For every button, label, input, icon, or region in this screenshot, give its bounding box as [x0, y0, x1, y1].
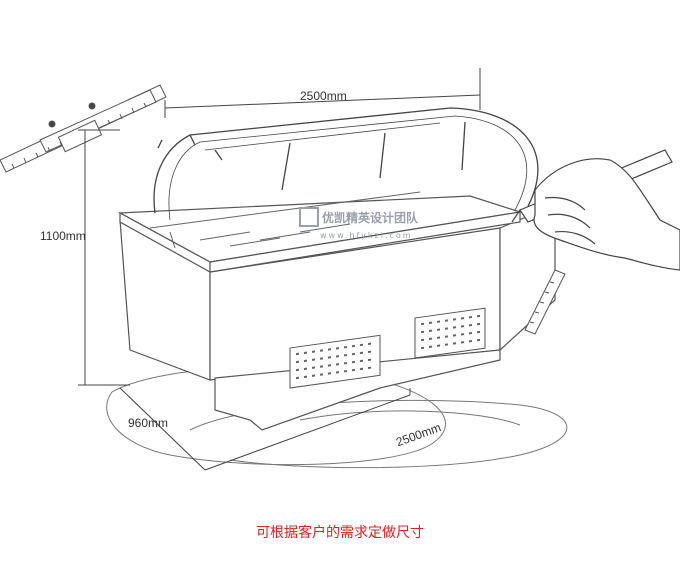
- hand-with-pencil: [511, 149, 680, 271]
- tape-measure: [0, 84, 167, 173]
- vent-grille-right: [414, 307, 486, 359]
- dimension-width-bottom: 2500mm: [394, 420, 443, 449]
- watermark: 优凯精英设计团队 www.hfykzl.com: [299, 207, 419, 240]
- vent-grilles: [289, 307, 486, 389]
- dimension-depth: 960mm: [128, 416, 168, 430]
- vent-grille-left: [289, 334, 381, 389]
- dimension-lines: [78, 68, 481, 471]
- caption: 可根据客户的需求定做尺寸: [256, 525, 424, 541]
- interior-trays: [149, 191, 421, 249]
- watermark-name: 优凯精英设计团队: [322, 210, 419, 225]
- watermark-logo-icon: [299, 207, 319, 227]
- watermark-url: www.hfykzl.com: [320, 231, 413, 240]
- side-ruler: [524, 269, 566, 335]
- dimension-width-top: 2500mm: [300, 89, 347, 103]
- dimension-height: 1100mm: [40, 229, 86, 243]
